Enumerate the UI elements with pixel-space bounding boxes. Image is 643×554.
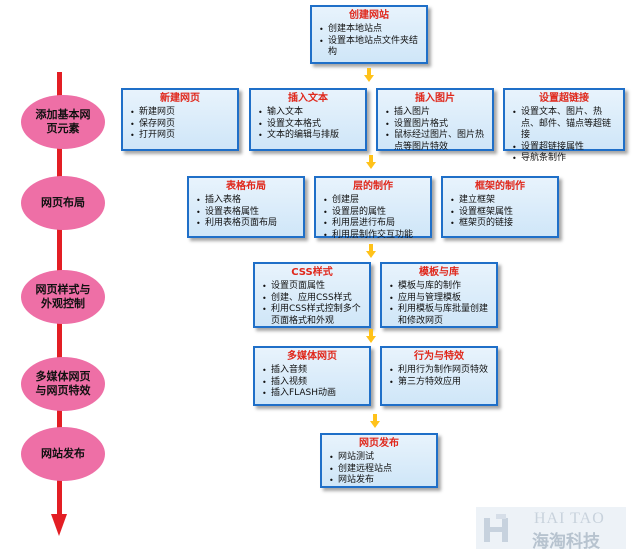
box-item: 网站发布 — [329, 475, 430, 487]
box-item: 创建远程站点 — [329, 464, 430, 476]
box-item: 利用层进行布局 — [323, 218, 424, 230]
box-frames: 框架的制作 建立框架 设置框架属性 框架页的链接 — [441, 176, 559, 238]
stage-label: 网页布局 — [41, 196, 85, 209]
box-item: 导航条制作 — [512, 153, 617, 165]
stage-label: 添加基本网页元素 — [35, 108, 91, 135]
box-title: 框架的制作 — [475, 181, 525, 192]
box-publish: 网页发布 网站测试 创建远程站点 网站发布 — [320, 433, 438, 488]
box-item: 利用CSS样式控制多个页面格式和外观 — [262, 304, 363, 327]
box-item: 第三方特效应用 — [389, 377, 490, 389]
flow-arrow — [370, 414, 380, 428]
stage-publish: 网站发布 — [21, 427, 105, 481]
box-item: 文本的编辑与排版 — [258, 130, 359, 142]
box-item: 保存网页 — [130, 119, 231, 131]
box-item: 利用表格页面布局 — [196, 218, 297, 230]
box-insert-text: 插入文本 输入文本 设置文本格式 文本的编辑与排版 — [249, 88, 367, 151]
flow-arrow — [366, 244, 376, 258]
box-item: 创建层 — [323, 195, 424, 207]
stage-label: 多媒体网页与网页特效 — [35, 370, 91, 397]
box-title: 网页发布 — [359, 438, 399, 449]
box-item: 设置层的属性 — [323, 207, 424, 219]
box-item: 设置文本格式 — [258, 119, 359, 131]
box-item: 创建本地站点 — [319, 24, 420, 36]
watermark-cn: 海淘科技 — [532, 532, 600, 552]
box-multimedia: 多媒体网页 插入音频 插入视频 插入FLASH动画 — [253, 346, 371, 406]
flow-arrow — [366, 155, 376, 169]
haitao-logo-icon — [484, 514, 508, 542]
box-item: 建立框架 — [450, 195, 551, 207]
timeline-arrowhead — [51, 514, 67, 536]
box-title: 创建网站 — [349, 10, 389, 21]
stage-layout: 网页布局 — [21, 176, 105, 230]
box-item: 插入图片 — [385, 107, 486, 119]
box-templates: 模板与库 模板与库的制作 应用与管理模板 利用模板与库批量创建和修改网页 — [380, 262, 498, 328]
box-create-site: 创建网站 创建本地站点 设置本地站点文件夹结构 — [310, 5, 428, 64]
watermark: HAI TAO 海淘科技 — [476, 507, 626, 552]
box-item: 应用与管理模板 — [389, 293, 490, 305]
box-title: CSS样式 — [291, 267, 333, 278]
flow-arrow — [366, 329, 376, 343]
box-css: CSS样式 设置页面属性 创建、应用CSS样式 利用CSS样式控制多个页面格式和… — [253, 262, 371, 328]
stage-style: 网页样式与外观控制 — [21, 270, 105, 324]
box-item: 创建、应用CSS样式 — [262, 293, 363, 305]
box-item: 设置图片格式 — [385, 119, 486, 131]
stage-label: 网页样式与外观控制 — [35, 283, 91, 310]
box-title: 模板与库 — [419, 267, 459, 278]
box-item: 框架页的链接 — [450, 218, 551, 230]
box-title: 多媒体网页 — [287, 351, 337, 362]
box-item: 新建网页 — [130, 107, 231, 119]
box-item: 设置框架属性 — [450, 207, 551, 219]
box-item: 利用模板与库批量创建和修改网页 — [389, 304, 490, 327]
box-item: 插入视频 — [262, 377, 363, 389]
box-item: 打开网页 — [130, 130, 231, 142]
box-new-page: 新建网页 新建网页 保存网页 打开网页 — [121, 88, 239, 151]
box-title: 新建网页 — [160, 93, 200, 104]
box-item: 设置表格属性 — [196, 207, 297, 219]
box-item: 插入表格 — [196, 195, 297, 207]
box-title: 设置超链接 — [539, 93, 589, 104]
box-title: 行为与特效 — [414, 351, 464, 362]
box-title: 表格布局 — [226, 181, 266, 192]
box-hyperlink: 设置超链接 设置文本、图片、热点、邮件、锚点等超链接 设置超链接属性 导航条制作 — [503, 88, 625, 164]
box-item: 鼠标经过图片、图片热点等图片特效 — [385, 130, 486, 153]
box-item: 设置文本、图片、热点、邮件、锚点等超链接 — [512, 107, 617, 142]
box-item: 设置本地站点文件夹结构 — [319, 36, 420, 59]
box-item: 设置超链接属性 — [512, 142, 617, 154]
stage-multimedia: 多媒体网页与网页特效 — [21, 357, 105, 411]
box-item: 利用行为制作网页特效 — [389, 365, 490, 377]
box-behaviors: 行为与特效 利用行为制作网页特效 第三方特效应用 — [380, 346, 498, 406]
stage-basic-elements: 添加基本网页元素 — [21, 95, 105, 149]
box-insert-image: 插入图片 插入图片 设置图片格式 鼠标经过图片、图片热点等图片特效 — [376, 88, 494, 153]
box-title: 插入图片 — [415, 93, 455, 104]
box-title: 插入文本 — [288, 93, 328, 104]
box-item: 插入音频 — [262, 365, 363, 377]
stage-label: 网站发布 — [41, 447, 85, 460]
box-item: 输入文本 — [258, 107, 359, 119]
flow-arrow — [364, 68, 374, 82]
box-item: 插入FLASH动画 — [262, 388, 363, 400]
box-item: 设置页面属性 — [262, 281, 363, 293]
box-title: 层的制作 — [353, 181, 393, 192]
box-table-layout: 表格布局 插入表格 设置表格属性 利用表格页面布局 — [187, 176, 305, 238]
box-item: 利用层制作交互功能 — [323, 230, 424, 242]
box-layers: 层的制作 创建层 设置层的属性 利用层进行布局 利用层制作交互功能 — [314, 176, 432, 241]
box-item: 模板与库的制作 — [389, 281, 490, 293]
box-item: 网站测试 — [329, 452, 430, 464]
watermark-en: HAI TAO — [534, 510, 605, 527]
